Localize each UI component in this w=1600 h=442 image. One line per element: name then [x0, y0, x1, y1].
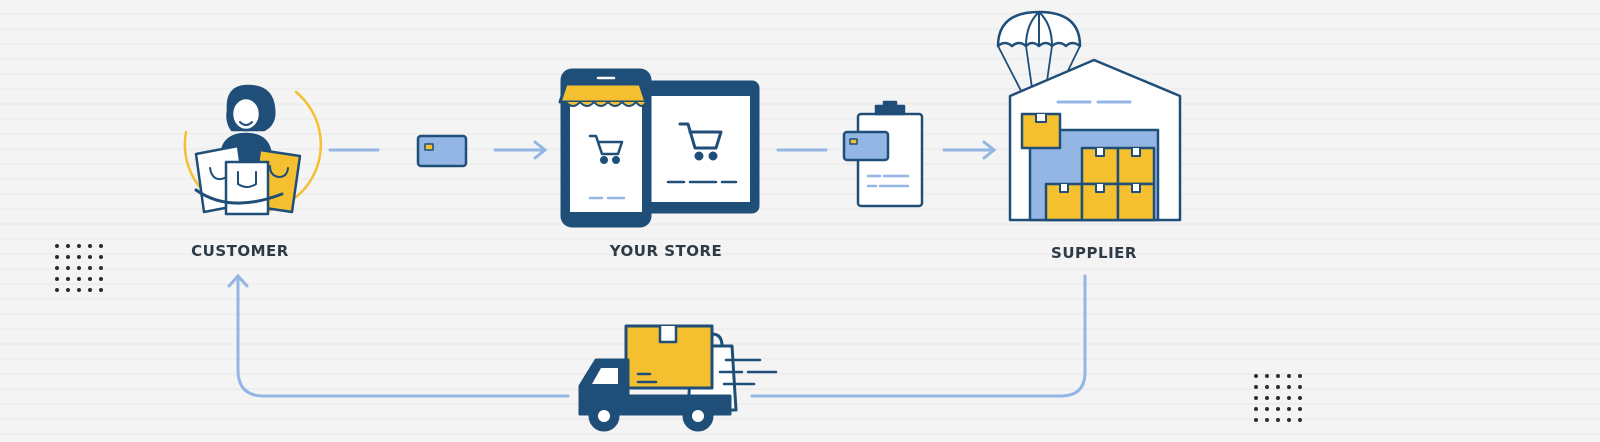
delivery-truck-icon: [578, 324, 778, 432]
decorative-dot: [77, 288, 81, 292]
decorative-dot: [1276, 418, 1280, 422]
decorative-dot: [1276, 374, 1280, 378]
decorative-dot: [55, 266, 59, 270]
decorative-dot: [1276, 396, 1280, 400]
decorative-dot: [88, 255, 92, 259]
decorative-dot: [66, 288, 70, 292]
decorative-dot: [1287, 407, 1291, 411]
decorative-dot: [1254, 374, 1258, 378]
decorative-dot: [1298, 396, 1302, 400]
node-label-your-store: YOUR STORE: [609, 242, 723, 260]
arrow-order-to-supplier: [942, 140, 997, 160]
decorative-dot: [99, 244, 103, 248]
decorative-dot: [1254, 418, 1258, 422]
decorative-dot: [77, 255, 81, 259]
decorative-dot: [1265, 418, 1269, 422]
decorative-dot: [1287, 385, 1291, 389]
decorative-dot: [1265, 407, 1269, 411]
dot-grid-left: [55, 244, 103, 292]
arrow-card-to-store: [493, 140, 548, 160]
decorative-dot: [88, 277, 92, 281]
decorative-dot: [88, 244, 92, 248]
decorative-dot: [77, 266, 81, 270]
decorative-dot: [1287, 396, 1291, 400]
decorative-dot: [55, 288, 59, 292]
decorative-dot: [99, 288, 103, 292]
decorative-dot: [1298, 407, 1302, 411]
decorative-dot: [88, 288, 92, 292]
node-label-customer: CUSTOMER: [191, 242, 289, 260]
decorative-dot: [66, 277, 70, 281]
credit-card-icon: [416, 134, 468, 168]
customer-with-shopping-bags-icon: [183, 84, 323, 216]
decorative-dot: [1287, 374, 1291, 378]
decorative-dot: [66, 266, 70, 270]
decorative-dot: [1276, 385, 1280, 389]
dot-grid-right: [1254, 374, 1302, 422]
decorative-dot: [1287, 418, 1291, 422]
decorative-dot: [88, 266, 92, 270]
decorative-dot: [1298, 418, 1302, 422]
decorative-dot: [1254, 396, 1258, 400]
decorative-dot: [66, 255, 70, 259]
order-clipboard-icon: [842, 100, 924, 208]
decorative-dot: [99, 255, 103, 259]
decorative-dot: [99, 266, 103, 270]
decorative-dot: [66, 244, 70, 248]
return-arrow-truck-to-customer: [227, 273, 570, 398]
decorative-dot: [1265, 396, 1269, 400]
decorative-dot: [77, 277, 81, 281]
decorative-dot: [1254, 407, 1258, 411]
return-path-supplier-to-truck: [750, 274, 1087, 398]
warehouse-with-parachute-box-icon: [996, 10, 1182, 222]
node-label-supplier: SUPPLIER: [1051, 244, 1137, 262]
decorative-dot: [55, 255, 59, 259]
decorative-dot: [77, 244, 81, 248]
decorative-dot: [55, 244, 59, 248]
decorative-dot: [55, 277, 59, 281]
decorative-dot: [1276, 407, 1280, 411]
decorative-dot: [99, 277, 103, 281]
decorative-dot: [1265, 385, 1269, 389]
decorative-dot: [1254, 385, 1258, 389]
online-store-devices-icon: [558, 68, 760, 228]
decorative-dot: [1265, 374, 1269, 378]
decorative-dot: [1298, 374, 1302, 378]
decorative-dot: [1298, 385, 1302, 389]
